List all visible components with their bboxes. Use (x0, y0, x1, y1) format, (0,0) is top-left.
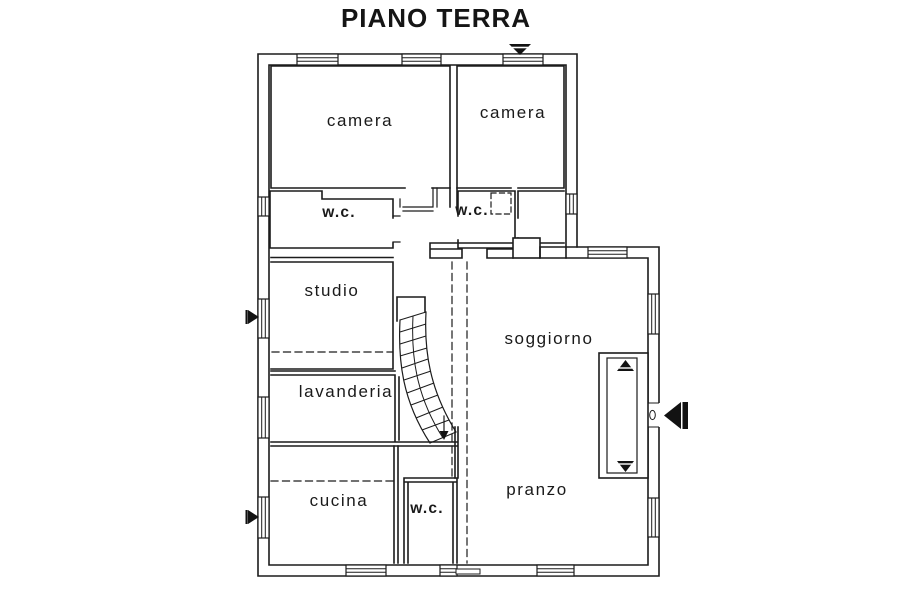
room-label-camera-2: camera (480, 103, 546, 122)
door-arrow-icon (245, 510, 259, 524)
room-label-wc-2: w.c. (454, 202, 489, 219)
door-arrow-icon (245, 310, 259, 324)
window (502, 53, 544, 66)
outer-walls (257, 53, 660, 577)
walls-left-wing (270, 256, 459, 564)
room-label-camera-1: camera (327, 111, 393, 130)
window (536, 564, 575, 577)
room-label-cucina: cucina (310, 491, 369, 510)
window (257, 196, 270, 217)
room-label-lavanderia: lavanderia (299, 382, 393, 401)
walls-upper-block (269, 65, 578, 259)
fireplace (598, 352, 649, 479)
stairs (396, 296, 457, 444)
room-label-wc-3: w.c. (409, 500, 444, 517)
window (647, 293, 660, 335)
entrance-arrow-icon (647, 402, 688, 429)
room-label-pranzo: pranzo (506, 480, 568, 499)
window (257, 396, 270, 439)
stair-direction-arrow (439, 415, 449, 440)
shower-box (490, 192, 512, 215)
window (587, 246, 628, 259)
window (565, 193, 578, 215)
vent-icon (509, 44, 531, 55)
room-labels: camera camera w.c. w.c. studio soggiorno… (299, 103, 593, 517)
window (257, 298, 270, 339)
wall-pillar (512, 237, 541, 259)
window (439, 564, 458, 577)
window (257, 496, 270, 539)
room-label-soggiorno: soggiorno (504, 329, 593, 348)
room-label-studio: studio (305, 281, 360, 300)
window (345, 564, 387, 577)
window (401, 53, 442, 66)
room-label-wc-1: w.c. (321, 204, 356, 221)
window (296, 53, 339, 66)
threshold-step (455, 568, 481, 575)
walls-living-area (451, 261, 649, 564)
page-title: PIANO TERRA (341, 3, 531, 33)
window (647, 497, 660, 538)
